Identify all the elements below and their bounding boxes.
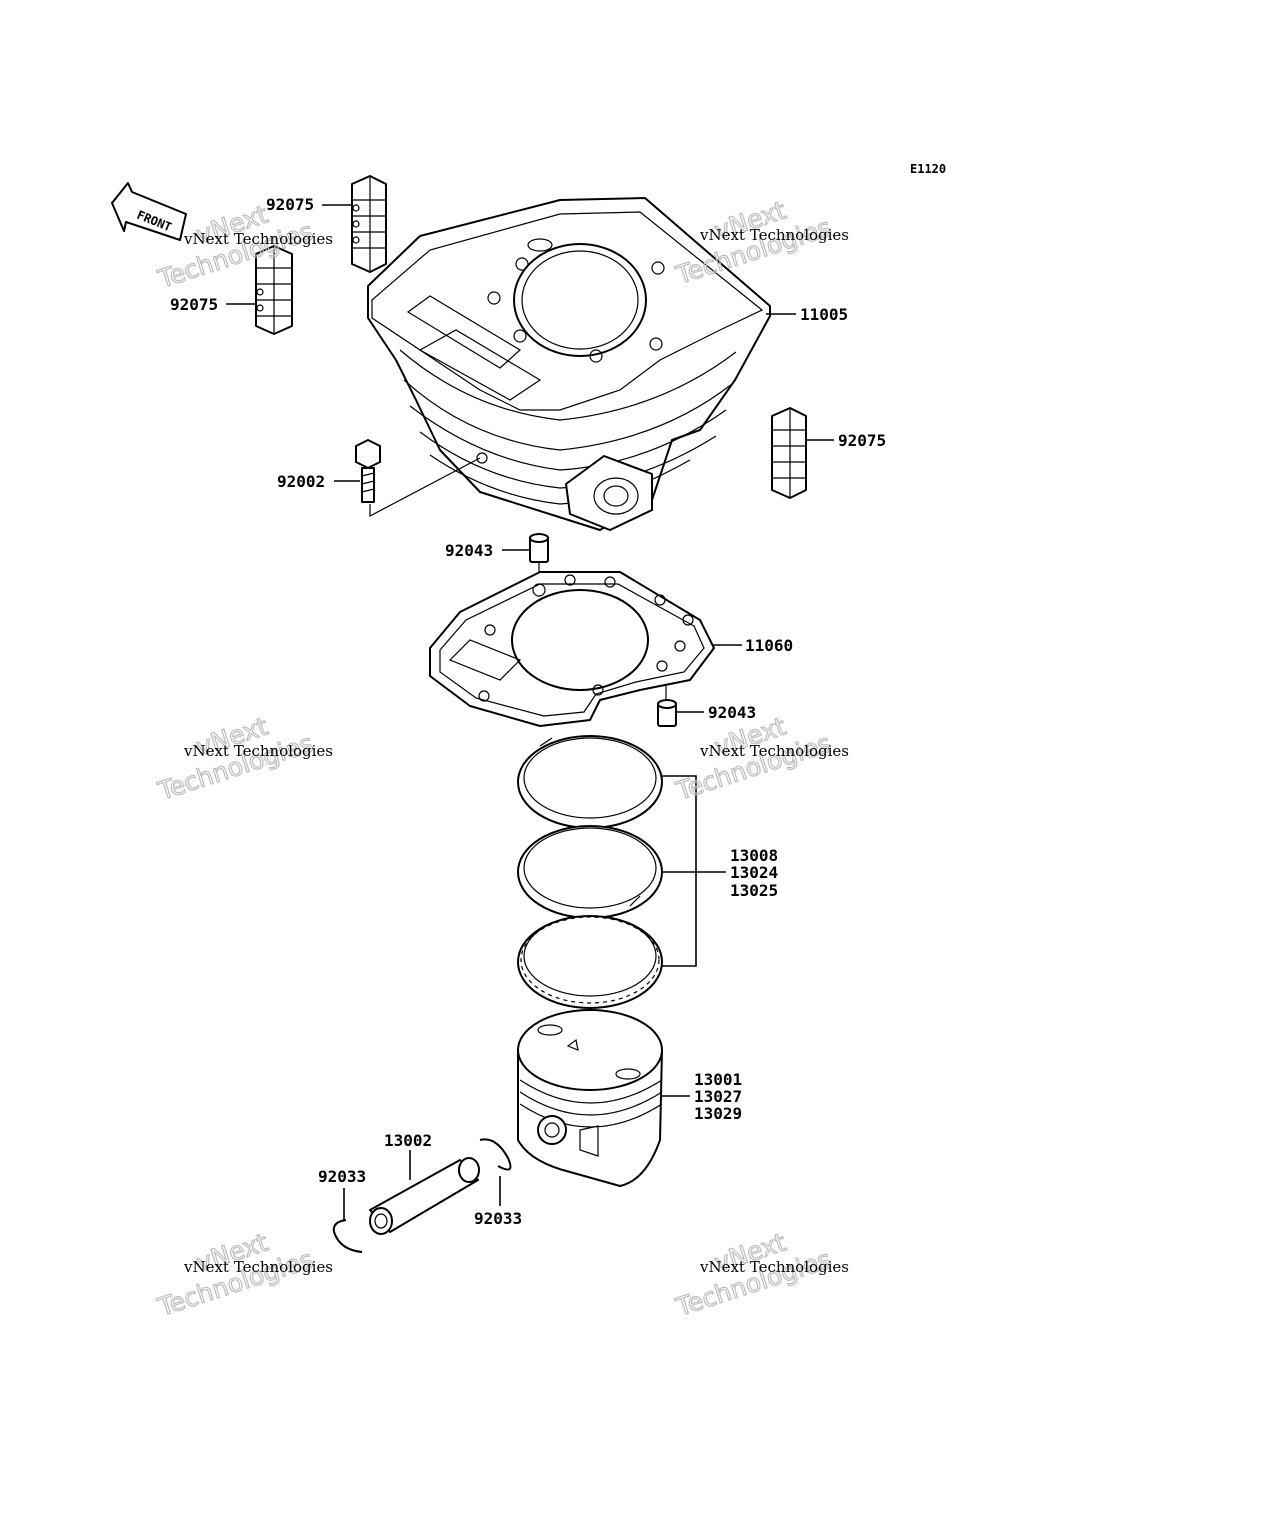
piston [517, 1009, 663, 1187]
svg-text:vNext Technologies: vNext Technologies [183, 742, 333, 760]
diagram-code: E1120 [910, 162, 946, 176]
label-92002: 92002 [277, 472, 325, 491]
svg-text:vNext Technologies: vNext Technologies [183, 1258, 333, 1276]
piston-ring-oil [517, 915, 663, 1009]
label-13029: 13029 [694, 1104, 742, 1123]
svg-text:vNext Technologies: vNext Technologies [699, 1258, 849, 1276]
label-92075-right: 92075 [838, 431, 886, 450]
bracket-stack-left [255, 245, 293, 335]
watermark-bottom-left: vNext Technologies vNext Technologies [153, 1227, 333, 1323]
dowel-pin-lower [657, 686, 677, 727]
label-92033-right: 92033 [474, 1209, 522, 1228]
label-92043-lower: 92043 [708, 703, 756, 722]
watermark-bottom-right: vNext Technologies vNext Technologies [671, 1227, 849, 1323]
svg-text:vNext Technologies: vNext Technologies [183, 230, 333, 248]
label-92075-left: 92075 [170, 295, 218, 314]
label-13025: 13025 [730, 881, 778, 900]
watermark-top-right: vNext Technologies vNext Technologies [671, 195, 849, 291]
label-13027: 13027 [694, 1087, 742, 1106]
circlip-right [479, 1138, 512, 1171]
label-13002: 13002 [384, 1131, 432, 1150]
svg-text:vNext Technologies: vNext Technologies [699, 226, 849, 244]
label-92033-left: 92033 [318, 1167, 366, 1186]
cylinder-base-gasket [429, 571, 715, 727]
watermark-mid-left: vNext Technologies vNext Technologies [153, 711, 333, 807]
label-13024: 13024 [730, 863, 778, 882]
watermark-mid-right: vNext Technologies vNext Technologies [671, 711, 849, 807]
piston-ring-second [517, 825, 663, 919]
dowel-pin-upper [529, 533, 549, 590]
circlip-left [332, 1219, 363, 1253]
bracket-stack-top [351, 175, 387, 273]
label-13008: 13008 [730, 846, 778, 865]
leader-lines [226, 204, 834, 1220]
bolt [355, 439, 481, 517]
label-11060: 11060 [745, 636, 793, 655]
label-11005: 11005 [800, 305, 848, 324]
label-92043-upper: 92043 [445, 541, 493, 560]
front-arrow-icon: FRONT [111, 182, 187, 241]
bracket-stack-right [771, 407, 807, 499]
piston-pin [369, 1157, 480, 1235]
cylinder-block [367, 197, 771, 531]
svg-text:vNext Technologies: vNext Technologies [699, 742, 849, 760]
piston-ring-top [517, 735, 663, 829]
label-13001: 13001 [694, 1070, 742, 1089]
label-92075-top: 92075 [266, 195, 314, 214]
